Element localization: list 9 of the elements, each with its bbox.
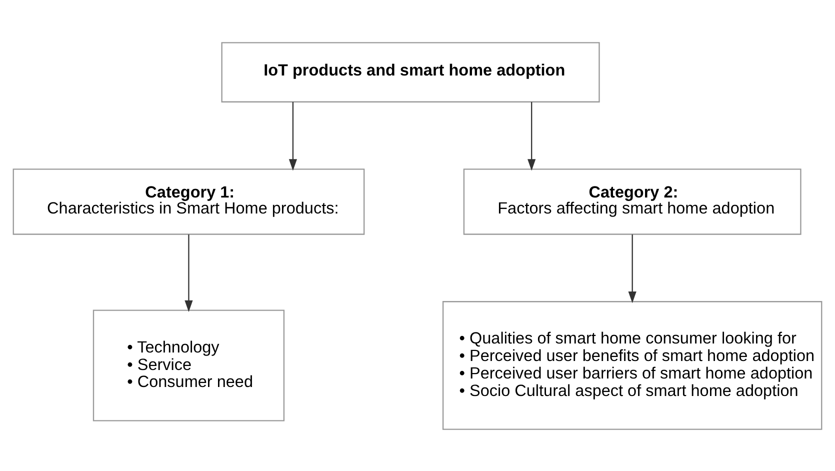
node-box: Category 1: Characteristics in Smart Home products:: [12, 168, 365, 234]
node-box: • Technology • Service • Consumer need: [92, 309, 285, 421]
arrow: [288, 101, 298, 170]
node-box: IoT products and smart home adoption: [221, 42, 600, 102]
arrow: [184, 234, 193, 312]
arrow: [628, 234, 636, 303]
arrow: [528, 101, 536, 170]
node-box: Category 2: Factors affecting smart home adoption: [463, 168, 802, 234]
node-box: • Qualities of smart home consumer looking for • Perceived user benefits of smart home adoption • Perceived user barriers of smart home adoption • Socio Cultural aspect of smart home adoption: [442, 300, 822, 430]
